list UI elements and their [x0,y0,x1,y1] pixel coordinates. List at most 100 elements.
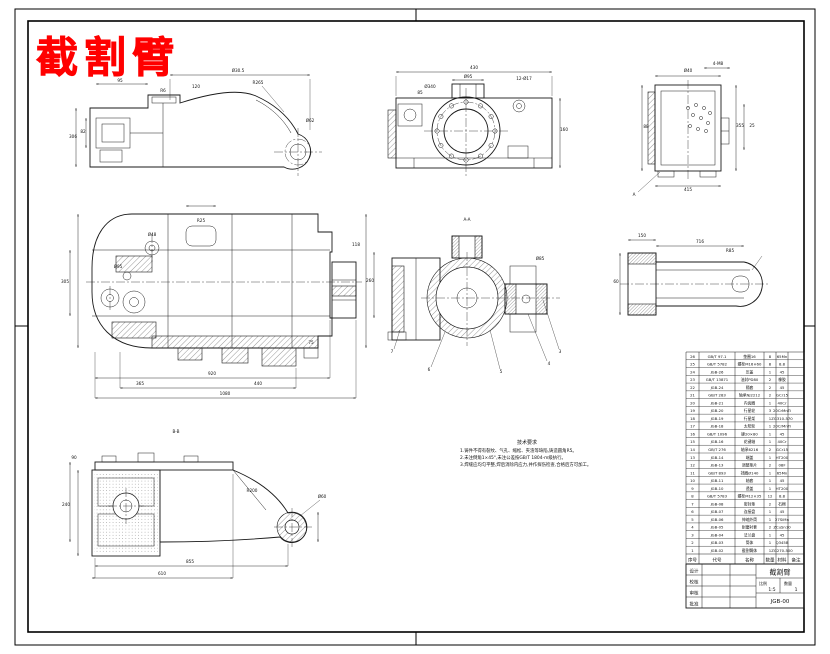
bolt-holes [434,99,498,163]
bom-cell: ZG310-570 [771,416,793,421]
bom-cell: 密封垫 [744,501,756,506]
bom-cell: GB/T 276 [708,447,726,452]
bom-cell: 1 [769,431,772,436]
dimension-text: A-A [463,217,470,222]
bom-cell: 轴承6216 [741,447,759,452]
bom-cell: 1 [769,416,772,421]
bom-cell: 透盖 [746,486,754,491]
dimension-text: 88 [643,124,649,129]
bom-cell: 2 [769,463,772,468]
bom-header-cell: 序号 [688,557,697,564]
dimension-text: 430 [470,65,478,70]
bom-cell: JGB-03 [710,540,724,545]
qty-value: 1 [795,587,798,593]
bom-cell: 1 [769,540,772,545]
bom-cell: 16 [690,431,695,436]
title-block: 设计 校核 审核 批准 截割臂 比例 1:5 数量 1 JGB-00 [685,563,805,609]
bom-cell: 25 [690,362,695,367]
bom-cell: 8 [769,362,772,367]
view-side-elevation-top [75,74,322,176]
bom-cell: 1 [769,455,772,460]
bom-cell: 45 [780,369,785,374]
page-title: 截割臂 [36,33,180,82]
bom-cell: 1 [769,517,772,522]
bom-cell: 轴承NJ2212 [739,393,761,398]
bom-cell: 7 [691,501,694,506]
dimension-text: Ø62 [306,118,315,123]
dimension-text: A [633,192,636,197]
dimension-text: 160 [560,127,568,132]
bom-cell: 6 [691,509,694,514]
bom-cell: 2 [769,447,772,452]
bom-cell: Q345B [776,540,789,545]
drawing-number: JGB-00 [770,599,790,605]
hole-pattern [686,103,712,133]
bom-cell: 1 [769,478,772,483]
bom-cell: 45 [780,431,785,436]
dimension-text: 4-M8 [713,61,724,66]
dimension-text: Ø30.5 [232,68,245,73]
bom-cell: 耐磨衬套 [742,525,757,530]
bom-cell: 1 [769,439,772,444]
bom-cell: 9 [691,486,694,491]
approver-label: 批准 [690,601,699,608]
bom-cell: JGB-24 [710,385,724,390]
dimension-text: Ø85 [536,256,545,261]
bom-cell: 花键轴 [744,439,756,444]
dimension-text: 85 [417,90,423,95]
bom-cell: 1 [769,548,772,553]
view-cross-section [387,235,560,370]
scale-label: 比例 [759,580,767,586]
bom-cell: 65Mn [777,354,788,359]
bom-cell: 8.8 [779,362,786,367]
bom-header-cell: 代号 [713,557,722,564]
dimension-text: 365 [136,381,144,386]
bom-cell: 法兰盘 [744,532,756,537]
dimension-text: 95 [117,78,123,83]
dimension-text: 82 [80,129,86,134]
bom-cell: JGB-04 [710,532,724,537]
bom-cell: 端盖 [746,455,754,460]
bom-cell: JGB-08 [710,501,724,506]
bom-cell: 螺栓M16×60 [738,362,762,367]
bom-cell: 2 [769,385,772,390]
dimension-text: 260 [366,278,374,283]
dimension-text: 610 [158,571,166,576]
dimension-text: 90 [71,455,77,460]
bom-cell: 45 [780,478,785,483]
dimension-text: 118 [352,242,360,247]
bom-cell: 26 [690,354,695,359]
bom-cell: ZG270-500 [771,548,793,553]
bom-cell: JGB-20 [710,408,724,413]
view-detail-section [619,239,768,316]
bom-cell: 19 [690,408,695,413]
dimension-text: 4 [548,361,551,366]
dimension-text: Ø95 [114,264,123,269]
bom-cell: 内齿圈 [744,400,756,405]
bom-cell: GB/T 5783 [707,494,728,499]
bom-cell: JGB-21 [710,400,724,405]
bom-cell: 行星轮 [744,408,756,413]
notes-heading: 技术要求 [517,439,537,446]
bom-cell: 橡胶 [778,377,786,382]
bom-cell: 2 [691,540,694,545]
bom-cell: 1 [769,400,772,405]
bom-header-cell: 材料 [778,557,787,564]
dimension-text: Ø48 [148,232,157,237]
bom-cell: 45 [780,385,785,390]
bom-cell: 截割臂体 [742,548,757,553]
bom-cell: JGB-02 [710,548,724,553]
bom-cell: GB/T 283 [708,393,726,398]
dimension-text: Ø95 [464,74,473,79]
bom-header-cell: 数量 [766,557,775,564]
bom-cell: 1 [769,486,772,491]
bom-header-cell: 备注 [792,557,801,564]
bom-cell: 键20×80 [741,431,758,436]
bom-cell: JGB-06 [710,517,724,522]
bom-cell: JGB-18 [710,424,724,429]
dimension-text: Ø340 [424,84,436,89]
bom-cell: 伸缩外筒 [742,517,757,522]
bom-cell: 2 [769,377,772,382]
bom-cell: 13 [690,455,695,460]
